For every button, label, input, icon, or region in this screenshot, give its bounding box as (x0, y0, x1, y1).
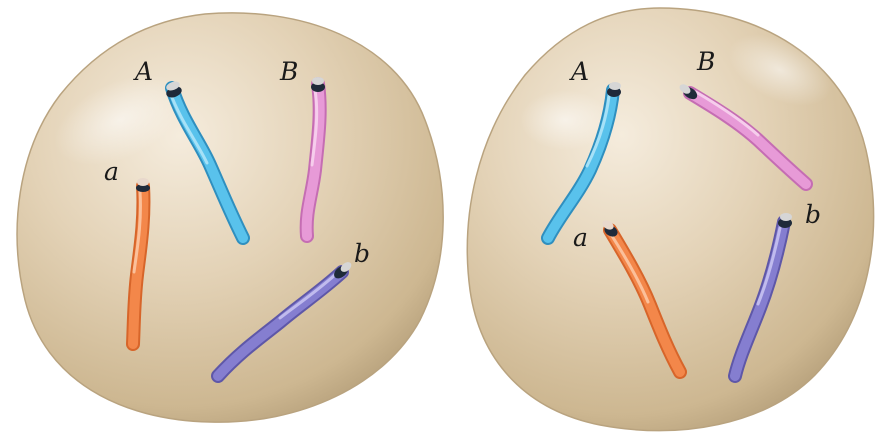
cell-left: A B a b (17, 13, 443, 422)
label-a: a (104, 157, 119, 186)
label-b: b (354, 239, 370, 268)
label-B: B (279, 57, 298, 86)
label-b: b (805, 200, 821, 229)
label-A: A (133, 57, 153, 86)
label-A: A (569, 57, 589, 86)
cell-right: A B a b (467, 8, 873, 431)
label-B: B (696, 47, 715, 76)
label-a: a (573, 223, 588, 252)
